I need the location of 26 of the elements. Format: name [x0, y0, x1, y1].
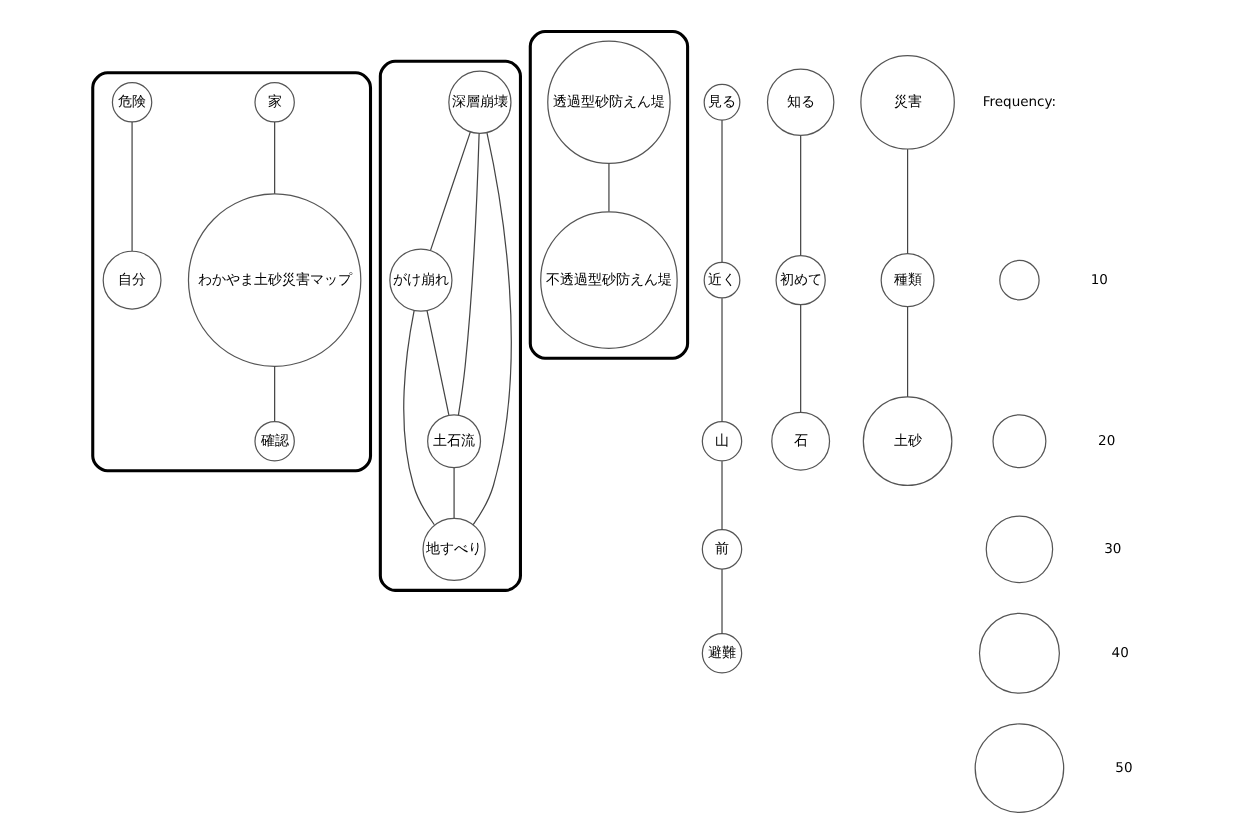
connector	[720, 119, 722, 263]
connector	[905, 148, 908, 255]
connector	[471, 132, 511, 526]
connector	[799, 304, 801, 413]
connector	[425, 310, 449, 416]
connector	[402, 310, 434, 526]
node-circle	[991, 414, 1046, 469]
connector	[720, 568, 722, 635]
cluster	[527, 29, 689, 360]
connector	[720, 297, 722, 422]
node-circle	[984, 515, 1053, 584]
connector	[273, 365, 275, 422]
connector	[607, 162, 609, 213]
connector	[456, 132, 479, 416]
cluster	[377, 59, 521, 592]
connector	[130, 121, 132, 252]
node-circle	[973, 723, 1064, 813]
connector	[428, 131, 470, 251]
connector	[905, 306, 908, 398]
cluster	[90, 71, 372, 473]
connector	[799, 135, 801, 256]
connector	[273, 121, 275, 195]
connector	[720, 460, 722, 531]
node-circle	[977, 612, 1059, 694]
node-circle	[998, 259, 1039, 301]
connector	[452, 467, 454, 519]
